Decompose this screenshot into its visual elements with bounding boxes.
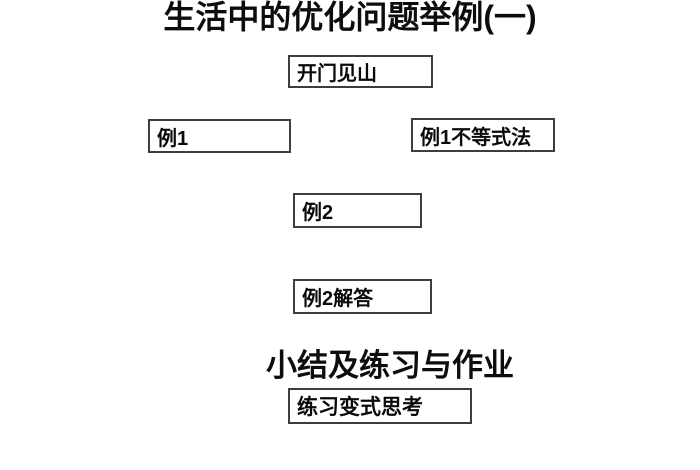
nav-box-example1-label: 例1 — [157, 127, 189, 150]
nav-box-example2-solution-label: 例2解答 — [302, 288, 374, 310]
nav-box-practice-variant-thinking-label: 练习变式思考 — [297, 396, 423, 419]
nav-box-practice-variant-thinking[interactable]: 练习变式思考 — [288, 388, 472, 424]
nav-box-example1[interactable]: 例1 — [148, 119, 291, 153]
nav-box-example2-solution[interactable]: 例2解答 — [293, 279, 432, 314]
nav-box-example2[interactable]: 例2 — [293, 193, 422, 228]
nav-box-introduction-label: 开门见山 — [297, 63, 377, 85]
summary-and-homework-heading: 小结及练习与作业 — [266, 348, 514, 383]
nav-box-example1-inequality-method-label: 例1不等式法 — [420, 126, 532, 149]
nav-box-example1-inequality-method[interactable]: 例1不等式法 — [411, 118, 555, 152]
nav-box-example2-label: 例2 — [302, 202, 334, 224]
nav-box-introduction[interactable]: 开门见山 — [288, 55, 433, 88]
slide-title: 生活中的优化问题举例(一) — [163, 0, 537, 35]
